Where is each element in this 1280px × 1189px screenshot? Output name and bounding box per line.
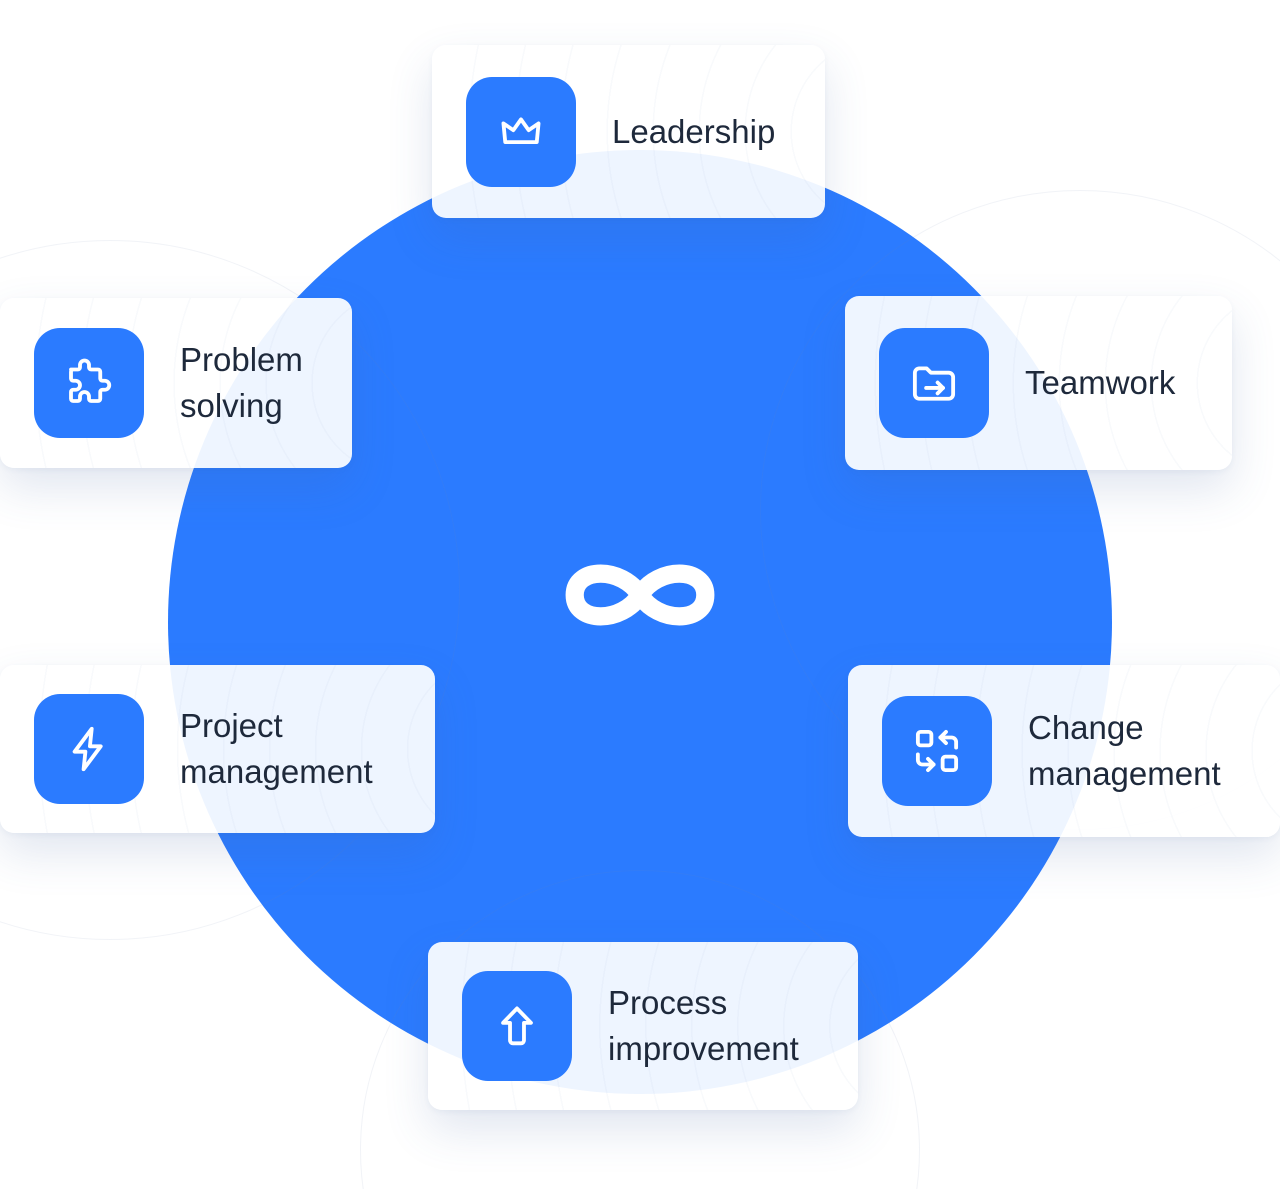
card-label: Problem solving <box>180 341 303 424</box>
lightning-icon <box>34 694 144 804</box>
card-change-management: Change management <box>848 665 1280 837</box>
card-project-management: Project management <box>0 665 435 833</box>
infinity-icon <box>545 545 735 645</box>
card-label: Change management <box>1028 709 1221 792</box>
card-teamwork: Teamwork <box>845 296 1232 470</box>
puzzle-icon <box>34 328 144 438</box>
card-label: Project management <box>180 707 373 790</box>
card-leadership: Leadership <box>432 45 825 218</box>
replace-icon <box>882 696 992 806</box>
card-label: Leadership <box>612 112 776 150</box>
card-label: Teamwork <box>1025 364 1176 402</box>
arrow-up-icon <box>462 971 572 1081</box>
card-problem-solving: Problem solving <box>0 298 352 468</box>
card-label: Process improvement <box>608 984 799 1067</box>
crown-icon <box>466 76 576 187</box>
card-process-improvement: Process improvement <box>428 942 858 1110</box>
folder-arrow-icon <box>879 328 989 438</box>
